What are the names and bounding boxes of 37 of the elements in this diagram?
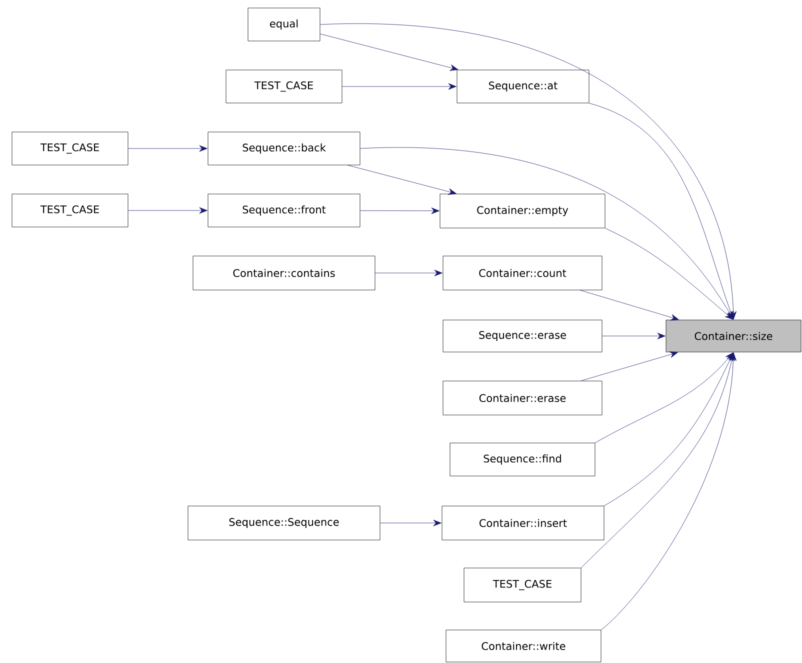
arrow [581, 352, 735, 568]
function-box: equal [248, 8, 320, 42]
arrow [128, 207, 208, 214]
arrow [375, 270, 442, 276]
arrow [604, 352, 734, 506]
arrow [360, 147, 734, 320]
arrow [580, 290, 679, 321]
arrow [342, 83, 456, 90]
arrow [580, 351, 678, 381]
arrow [601, 352, 737, 630]
function-box: Container::write [446, 630, 602, 662]
function-box: Container::size [666, 320, 802, 352]
function-box: Container::empty [440, 194, 606, 228]
function-box: TEST_CASE [12, 132, 128, 166]
function-box: Sequence::at [456, 70, 590, 104]
arrow [320, 34, 458, 71]
arrow [589, 103, 734, 320]
function-box: Container::insert [442, 506, 604, 540]
function-box: TEST_CASE [12, 194, 128, 228]
function-box: Container::contains [192, 256, 376, 290]
function-box: TEST_CASE [226, 70, 342, 104]
arrow [602, 332, 666, 340]
function-box: TEST_CASE [464, 568, 582, 602]
function-box: Container::count [442, 256, 602, 290]
function-box: Sequence::find [450, 442, 596, 476]
arrow [360, 208, 440, 214]
function-box: Container::erase [442, 380, 602, 416]
function-box: Sequence::front [208, 194, 360, 228]
arrow [320, 24, 737, 320]
function-box: Sequence::Sequence [188, 506, 380, 540]
arrow [605, 228, 734, 320]
arrow [128, 145, 208, 152]
arrow [380, 520, 442, 526]
function-box: Sequence::back [208, 132, 360, 166]
function-box: Sequence::erase [442, 320, 602, 352]
arrow [348, 165, 457, 195]
arrow [595, 352, 734, 443]
